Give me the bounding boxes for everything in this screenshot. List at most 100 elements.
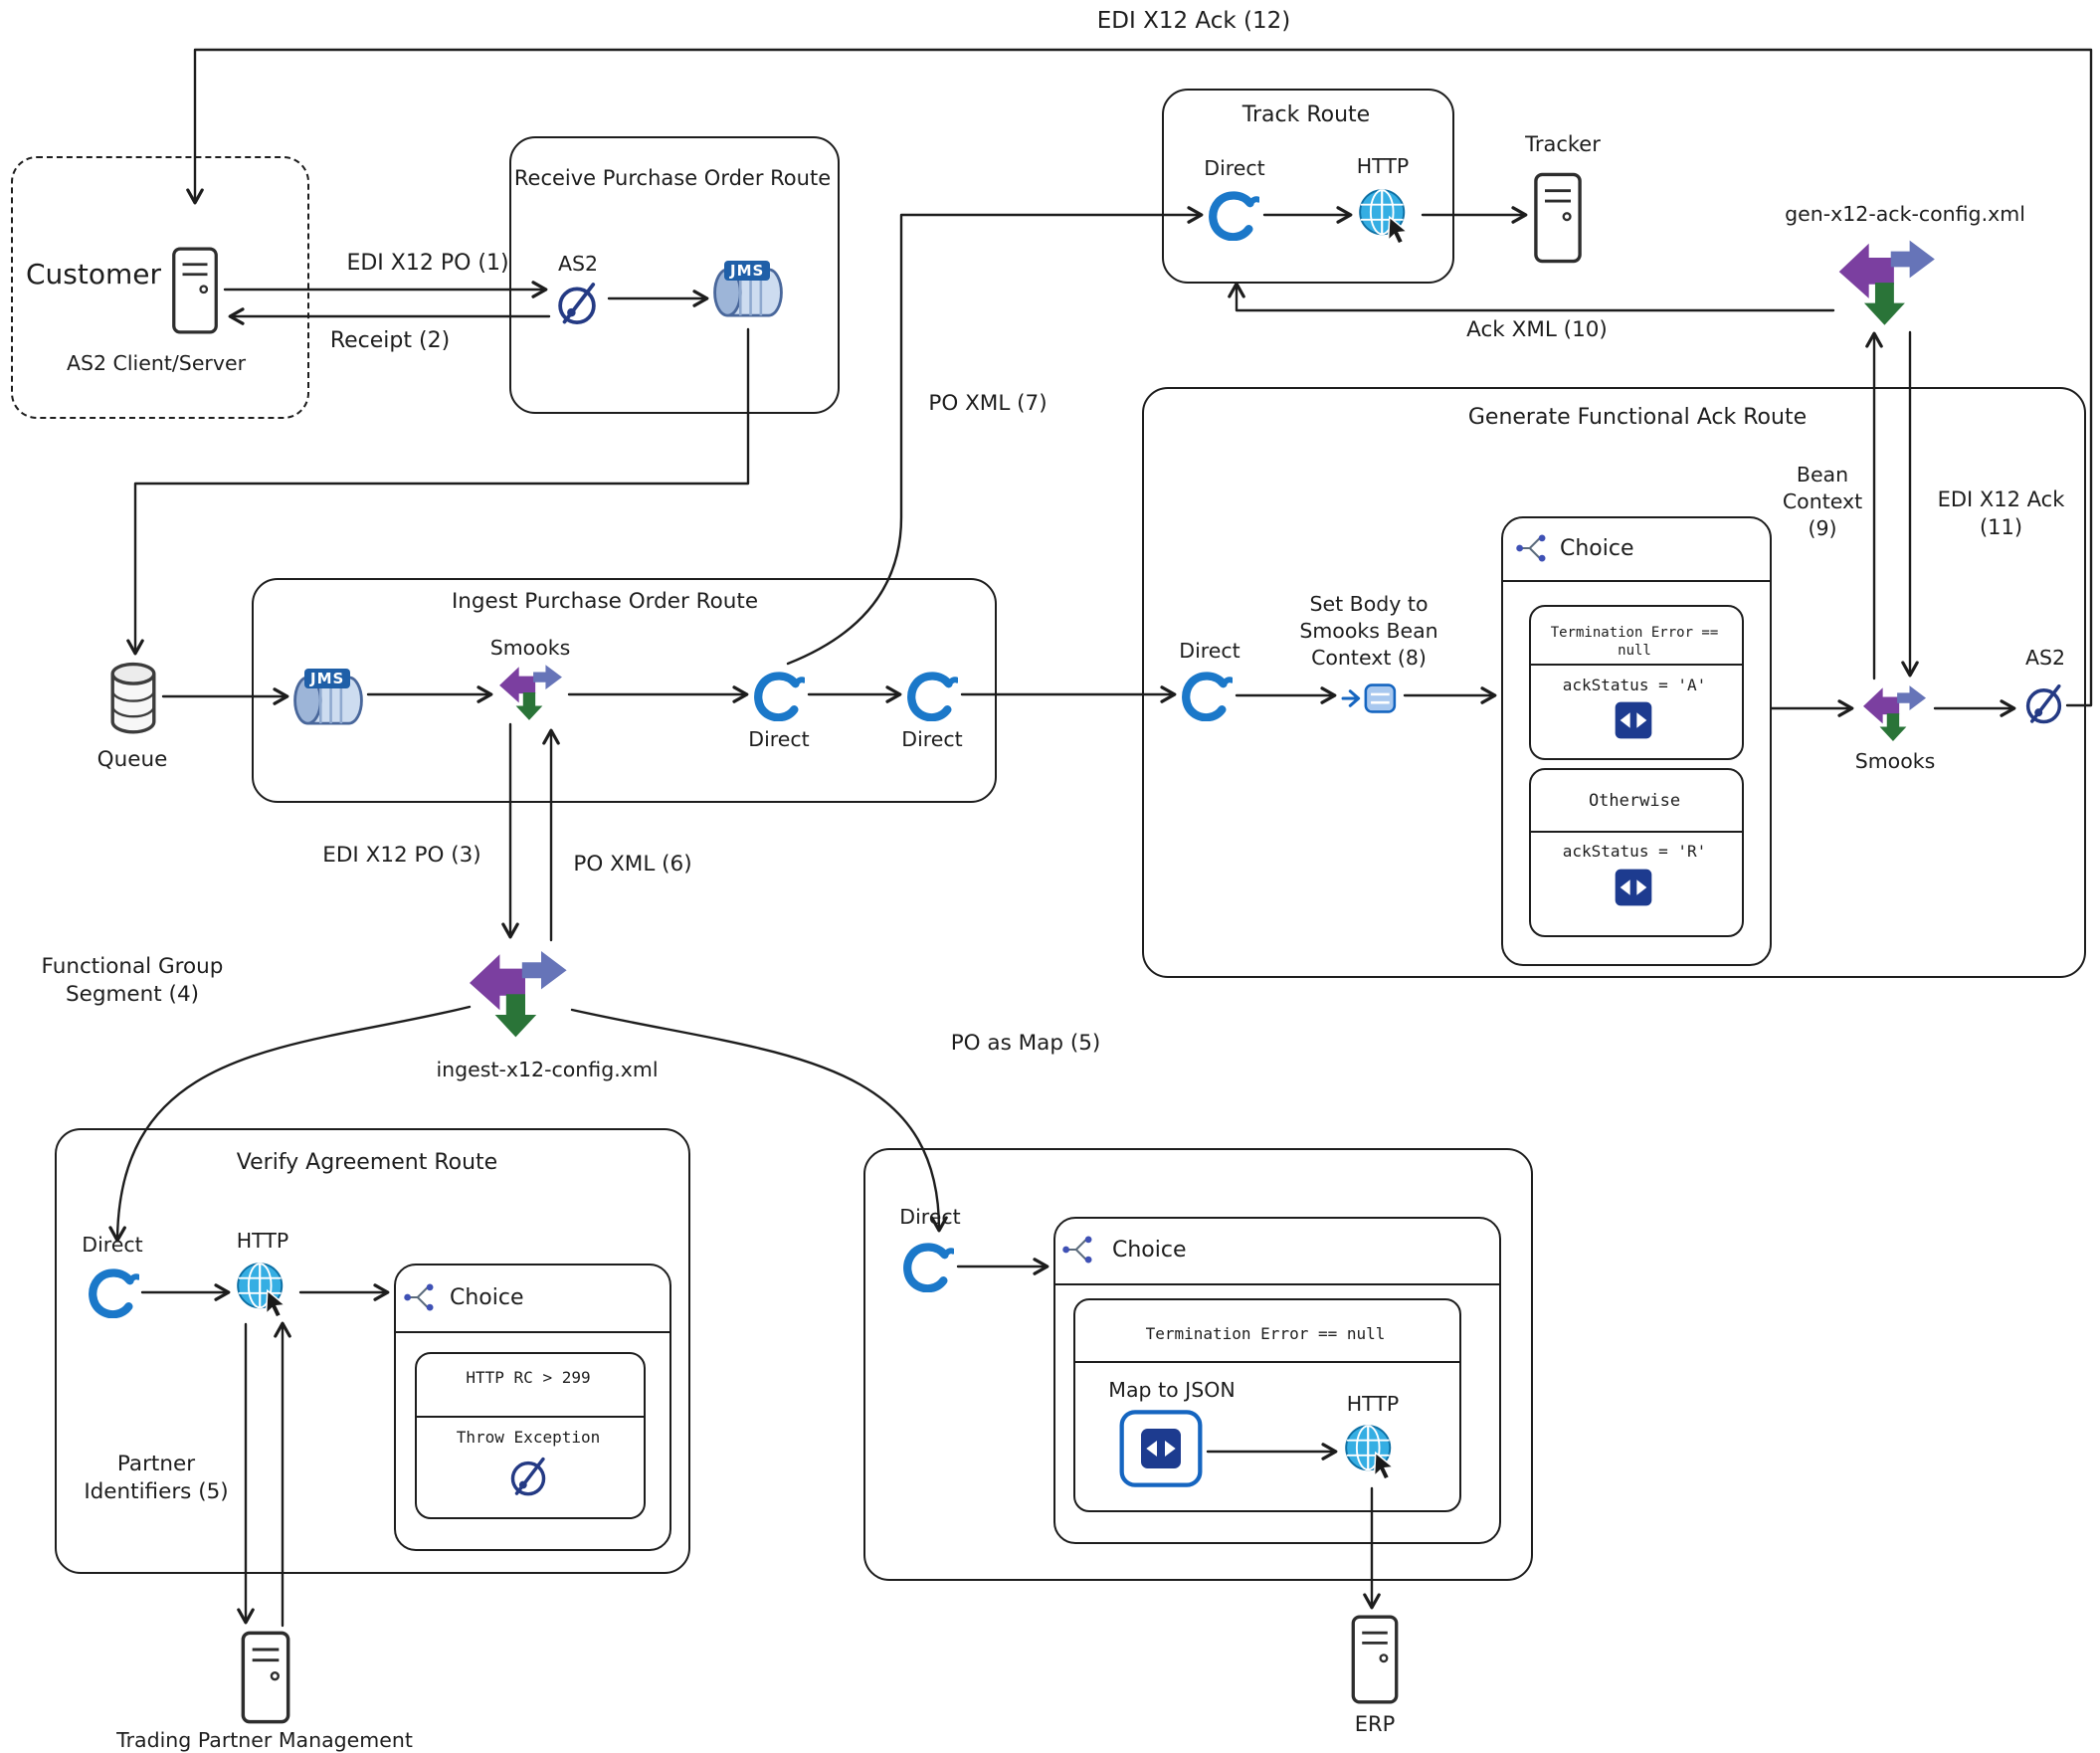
flow-label-bean-context-9: Bean Context (9)	[1782, 463, 1863, 541]
genack-otherwise-label: Otherwise	[1588, 791, 1681, 811]
track-direct-label: Direct	[1204, 156, 1265, 180]
edge-functional-group-4	[108, 1005, 472, 1243]
verify-choice-title: Choice	[450, 1285, 524, 1310]
otherwise-divider	[1531, 831, 1742, 833]
genack-direct-icon	[1186, 676, 1232, 717]
when-divider	[417, 1416, 644, 1418]
verify-http-label: HTTP	[236, 1229, 289, 1253]
genack-smooks-label: Smooks	[1854, 749, 1936, 773]
ingest-route-box	[252, 578, 997, 803]
receive-route-box	[509, 136, 840, 414]
choice-title-divider	[1055, 1283, 1499, 1285]
erp-server-icon	[1351, 1615, 1399, 1704]
receive-route-title: Receive Purchase Order Route	[513, 166, 832, 190]
gen-ack-choice-box	[1501, 516, 1772, 966]
verify-when-box	[415, 1352, 646, 1519]
genack-as2-label: AS2	[2024, 646, 2066, 670]
flow-label-edi-x12-po-3: EDI X12 PO (3)	[322, 843, 481, 868]
ingest-direct2-label: Direct	[901, 727, 963, 751]
gen-config-smooks-icon	[1838, 240, 1935, 325]
ack-r-transform-icon	[1615, 869, 1652, 906]
ingest-config-smooks-icon	[470, 951, 567, 1038]
ack-a-transform-icon	[1615, 701, 1652, 739]
verify-http-icon	[237, 1263, 286, 1318]
tracker-label: Tracker	[1525, 132, 1601, 156]
verify-choice-branch-icon	[403, 1282, 435, 1312]
genack-smooks-icon	[1863, 685, 1927, 741]
genack-when-action: ackStatus = 'A'	[1562, 676, 1707, 694]
edge-ack-xml-10	[1228, 282, 1835, 312]
tpm-label: Trading Partner Management	[116, 1728, 413, 1752]
edge-po-as-map-5	[570, 1008, 948, 1233]
erp-choice-title: Choice	[1112, 1238, 1187, 1263]
customer-name: Customer	[25, 258, 161, 291]
flow-label-edi-x12-ack-12: EDI X12 Ack (12)	[1096, 8, 1291, 34]
queue-icon	[110, 662, 156, 734]
gen-ack-when-box	[1529, 605, 1744, 760]
ingest-jms-badge: JMS	[304, 669, 351, 688]
verify-direct-icon	[93, 1272, 138, 1314]
when-divider	[1075, 1361, 1459, 1363]
edge-edi-x12-ack-12	[186, 48, 2093, 707]
verify-choice-box	[394, 1264, 671, 1551]
verify-when-condition: HTTP RC > 299	[466, 1368, 591, 1387]
map-to-json-label: Map to JSON	[1108, 1378, 1236, 1402]
ingest-route-title: Ingest Purchase Order Route	[451, 589, 759, 614]
verify-when-action: Throw Exception	[456, 1428, 601, 1447]
customer-subtitle: AS2 Client/Server	[66, 351, 247, 375]
flow-label-po-xml-7: PO XML (7)	[928, 391, 1048, 416]
flow-label-po-xml-6: PO XML (6)	[573, 852, 692, 876]
tpm-server-icon	[241, 1631, 290, 1724]
ingest-direct2-icon	[911, 676, 957, 717]
genack-choice-title: Choice	[1560, 536, 1634, 561]
flow-label-partner-identifiers-5: Partner Identifiers (5)	[84, 1452, 229, 1505]
ingest-direct1-icon	[758, 676, 804, 717]
ingest-smooks-icon	[499, 665, 562, 720]
edge-jms-to-queue	[126, 327, 750, 656]
erp-route-direct-label: Direct	[899, 1205, 961, 1229]
ingest-direct1-label: Direct	[748, 727, 810, 751]
genack-as2-icon	[2025, 683, 2062, 724]
flow-label-po-as-map-5: PO as Map (5)	[950, 1031, 1101, 1056]
gen-config-label: gen-x12-ack-config.xml	[1785, 202, 2025, 226]
flow-label-ack-xml-10: Ack XML (10)	[1466, 317, 1608, 342]
gen-ack-otherwise-box	[1529, 768, 1744, 937]
track-http-label: HTTP	[1356, 154, 1410, 178]
receive-jms-badge: JMS	[724, 261, 771, 281]
receive-as2-icon	[558, 283, 596, 324]
when-divider	[1531, 664, 1742, 666]
genack-choice-branch-icon	[1515, 533, 1547, 563]
customer-server-icon	[172, 247, 218, 334]
track-route-title: Track Route	[1241, 102, 1371, 127]
map-to-json-icon	[1122, 1412, 1201, 1484]
set-body-icon	[1341, 682, 1397, 714]
flow-label-set-body-8: Set Body to Smooks Bean Context (8)	[1299, 592, 1438, 671]
queue-label: Queue	[96, 747, 168, 772]
gen-ack-route-title: Generate Functional Ack Route	[1467, 405, 1808, 430]
genack-when-condition: Termination Error == null	[1550, 625, 1719, 660]
gen-ack-route-box	[1142, 387, 2086, 978]
choice-title-divider	[396, 1331, 669, 1333]
erp-when-box	[1073, 1298, 1461, 1512]
genack-otherwise-action: ackStatus = 'R'	[1562, 842, 1707, 861]
edge-po-xml-7	[786, 206, 1204, 666]
track-http-icon	[1359, 189, 1409, 245]
customer-group-box	[11, 156, 309, 419]
ingest-smooks-label: Smooks	[489, 636, 571, 660]
erp-route-box	[863, 1148, 1533, 1581]
genack-direct-label: Direct	[1179, 639, 1241, 663]
erp-label: ERP	[1354, 1712, 1396, 1736]
erp-choice-branch-icon	[1061, 1235, 1093, 1265]
flow-label-functional-group-4: Functional Group Segment (4)	[41, 954, 224, 1008]
flow-label-edi-x12-po-1: EDI X12 PO (1)	[346, 251, 509, 276]
ingest-config-label: ingest-x12-config.xml	[436, 1058, 659, 1081]
flow-label-receipt-2: Receipt (2)	[329, 328, 451, 353]
verify-route-title: Verify Agreement Route	[236, 1150, 498, 1175]
erp-route-http-label: HTTP	[1346, 1392, 1400, 1416]
tracker-server-icon	[1534, 172, 1582, 264]
track-route-box	[1162, 89, 1454, 284]
erp-when-condition: Termination Error == null	[1145, 1324, 1386, 1343]
receive-as2-label: AS2	[557, 252, 599, 276]
